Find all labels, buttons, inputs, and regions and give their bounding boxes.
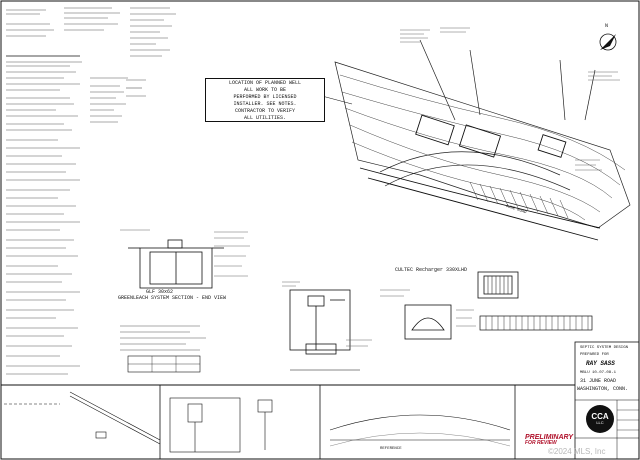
title-heading: SEPTIC SYSTEM DESIGN (580, 346, 629, 350)
callout-line: ALL WORK TO BE (243, 87, 286, 93)
callout-line: INSTALLER. SEE NOTES. (233, 101, 297, 107)
detail-cultec-label: CULTEC Recharger 330XLHD (395, 267, 468, 273)
detail-glf-label: GLF 30x62 (146, 289, 174, 295)
firm-logo: CCA LLC (586, 405, 614, 433)
title-owner: RAY SASS (586, 360, 615, 367)
north-label: N (605, 23, 609, 29)
callout-line: PERFORMED BY LICENSED (233, 94, 297, 100)
preliminary-stamp: PRELIMINARY FOR REVIEW (525, 434, 573, 447)
callout-line: CONTRACTOR TO VERIFY (234, 108, 295, 114)
callout-line: ALL UTILITIES. (243, 115, 286, 121)
preliminary-subtitle: FOR REVIEW (525, 440, 557, 447)
callout-box: LOCATION OF PLANNED WELL ALL WORK TO BE … (205, 78, 325, 122)
detail-greenleach-label: GREENLEACH SYSTEM SECTION - END VIEW (118, 295, 227, 301)
title-address: 31 JUNE ROAD (580, 378, 617, 384)
title-town: WASHINGTON, CONN. (577, 386, 629, 392)
callout-line: LOCATION OF PLANNED WELL (228, 80, 301, 86)
preliminary-text: PRELIMINARY (525, 434, 574, 441)
reference-label: REFERENCE (380, 447, 402, 451)
mls-watermark: ©2024 MLS, Inc (548, 447, 606, 456)
title-map-lot: MBLU 10-07-08-1 (580, 371, 617, 375)
title-prepared-for: PREPARED FOR (580, 353, 609, 357)
logo-suffix: LLC (596, 420, 604, 425)
logo-initials: CCA (591, 412, 609, 421)
